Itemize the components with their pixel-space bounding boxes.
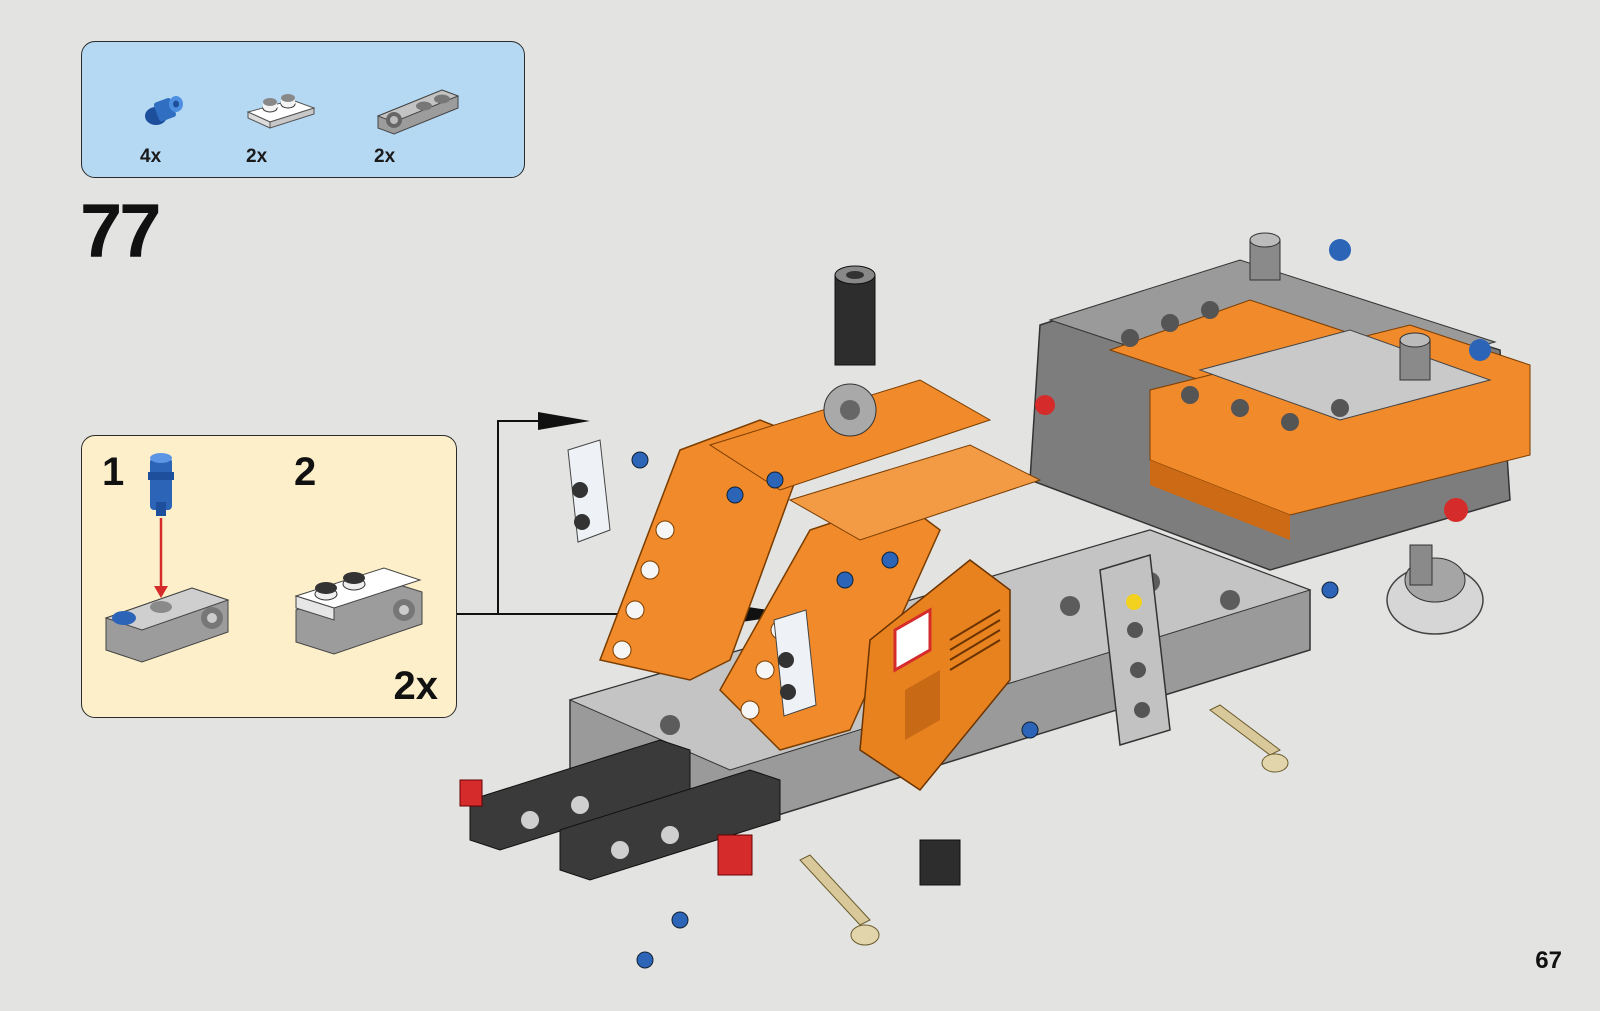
- blue-pin-icon: [134, 86, 194, 136]
- gray-beam-icon: [106, 588, 228, 662]
- sub-step-2-number: 2: [294, 450, 316, 495]
- sub-step-1-illustration: [102, 446, 242, 676]
- sub-assembly-box: 1 2 2x: [81, 435, 457, 718]
- part-quantity: 2x: [374, 146, 395, 168]
- part-item-gray-beam: 2x: [372, 86, 472, 166]
- part-item-white-plate: 2x: [242, 86, 352, 166]
- vehicle-assembly-illustration: [450, 230, 1560, 990]
- sub-assembly-multiplier: 2x: [394, 664, 439, 709]
- blue-pin-icon: [148, 453, 174, 516]
- part-quantity: 4x: [140, 146, 161, 168]
- part-quantity: 2x: [246, 146, 267, 168]
- part-item-blue-pin: 4x: [134, 86, 244, 166]
- parts-list-box: 4x 2x 2x: [81, 41, 525, 178]
- white-plate-icon: [242, 86, 322, 136]
- gray-beam-icon: [372, 86, 467, 141]
- sub-step-2-illustration: [292, 566, 442, 676]
- step-number: 77: [80, 188, 159, 275]
- page-number: 67: [1535, 947, 1562, 975]
